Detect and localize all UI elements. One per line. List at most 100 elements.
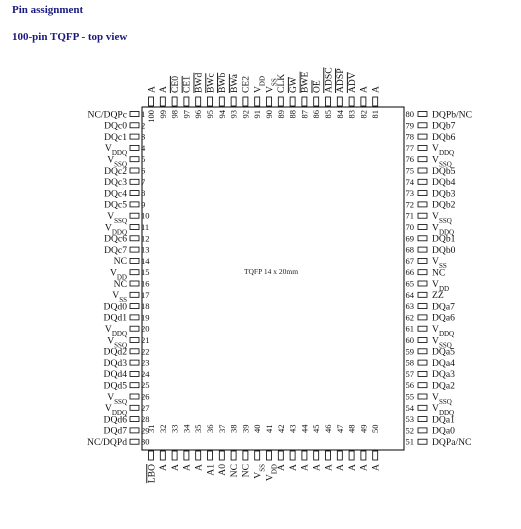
pin-number: 69 — [406, 233, 415, 243]
pin-lead — [417, 144, 428, 151]
pin-label: DQPb/NC — [432, 109, 472, 120]
pin-number: 37 — [217, 425, 227, 434]
pin-label: A — [323, 464, 334, 471]
pin-number: 11 — [141, 222, 149, 232]
pin-lead — [129, 201, 140, 208]
pin-label: BWd — [194, 73, 205, 93]
pin-lead — [348, 96, 355, 107]
pin-number: 40 — [252, 425, 262, 434]
pin-number: 46 — [323, 425, 333, 434]
pin-46: 46A — [323, 425, 334, 471]
pin-lead — [360, 450, 367, 461]
pin-number: 84 — [335, 109, 345, 118]
pin-lead — [417, 370, 428, 377]
pin-lead — [129, 257, 140, 264]
pin-number: 86 — [311, 110, 321, 119]
pin-number: 85 — [323, 110, 333, 119]
pin-label: DQc7 — [104, 245, 127, 256]
pin-label: A — [359, 464, 370, 471]
pin-label: NC — [229, 464, 240, 477]
pin-lead — [417, 235, 428, 242]
pin-lead — [372, 450, 379, 461]
pin-number: 75 — [406, 166, 415, 176]
pin-number: 50 — [370, 425, 380, 434]
pin-label: VSSQ — [432, 335, 452, 349]
pin-number: 52 — [406, 425, 415, 435]
pin-label: A1 — [205, 464, 216, 476]
pin-label: DQd0 — [104, 301, 128, 312]
pin-number: 82 — [358, 110, 368, 119]
pin-number: 17 — [141, 290, 150, 300]
pin-lead — [218, 96, 225, 107]
pin-label: A — [158, 464, 169, 471]
pin-lead — [171, 96, 178, 107]
pin-lead — [129, 314, 140, 321]
pin-lead — [417, 167, 428, 174]
pin-label: VSSQ — [107, 392, 127, 406]
pin-number: 67 — [406, 256, 415, 266]
pin-48: 48A — [347, 425, 358, 471]
pin-label: VDD — [253, 76, 267, 93]
pin-number: 70 — [406, 222, 415, 232]
pin-number: 51 — [406, 437, 415, 447]
pin-lead — [129, 122, 140, 129]
pin-number: 48 — [347, 425, 357, 434]
pin-lead — [313, 450, 320, 461]
package-label: TQFP 14 x 20mm — [244, 267, 298, 276]
pin-lead — [417, 393, 428, 400]
pin-label: A — [371, 86, 382, 93]
pin-label: CE1 — [182, 76, 193, 93]
pin-label: BWb — [217, 73, 228, 93]
pin-lead — [129, 111, 140, 117]
pin-lead — [129, 235, 140, 242]
pin-label: DQd3 — [104, 358, 128, 369]
pin-number: 81 — [370, 110, 380, 119]
pin-lead — [242, 96, 249, 107]
pin-lead — [348, 450, 355, 461]
pin-number: 41 — [264, 425, 274, 434]
pin-number: 74 — [406, 177, 415, 187]
pin-label: GW — [288, 76, 299, 93]
pin-label: DQd2 — [104, 347, 128, 358]
pin-number: 68 — [406, 245, 415, 255]
pin-number: 29 — [141, 425, 150, 435]
pins-bottom: 31LBO32A33A34A35A36A137A038NC39NC40VSS41… — [146, 424, 382, 483]
page-subtitle: 100-pin TQFP - top view — [12, 31, 128, 43]
pin-label: A — [359, 86, 370, 93]
pin-lead — [254, 450, 261, 461]
pin-label: VSSQ — [107, 335, 127, 349]
pin-43: 43A — [288, 425, 299, 471]
pin-number: 30 — [141, 437, 150, 447]
pin-number: 5 — [141, 154, 145, 164]
pin-lead — [129, 144, 140, 151]
pin-lead — [336, 96, 343, 107]
pin-label: DQb2 — [432, 200, 456, 211]
pin-number: 92 — [240, 110, 250, 119]
pin-label: DQc3 — [104, 177, 127, 188]
pin-label: DQPa/NC — [432, 437, 471, 448]
pin-number: 3 — [141, 132, 145, 142]
pin-label: VSSQ — [107, 211, 127, 225]
